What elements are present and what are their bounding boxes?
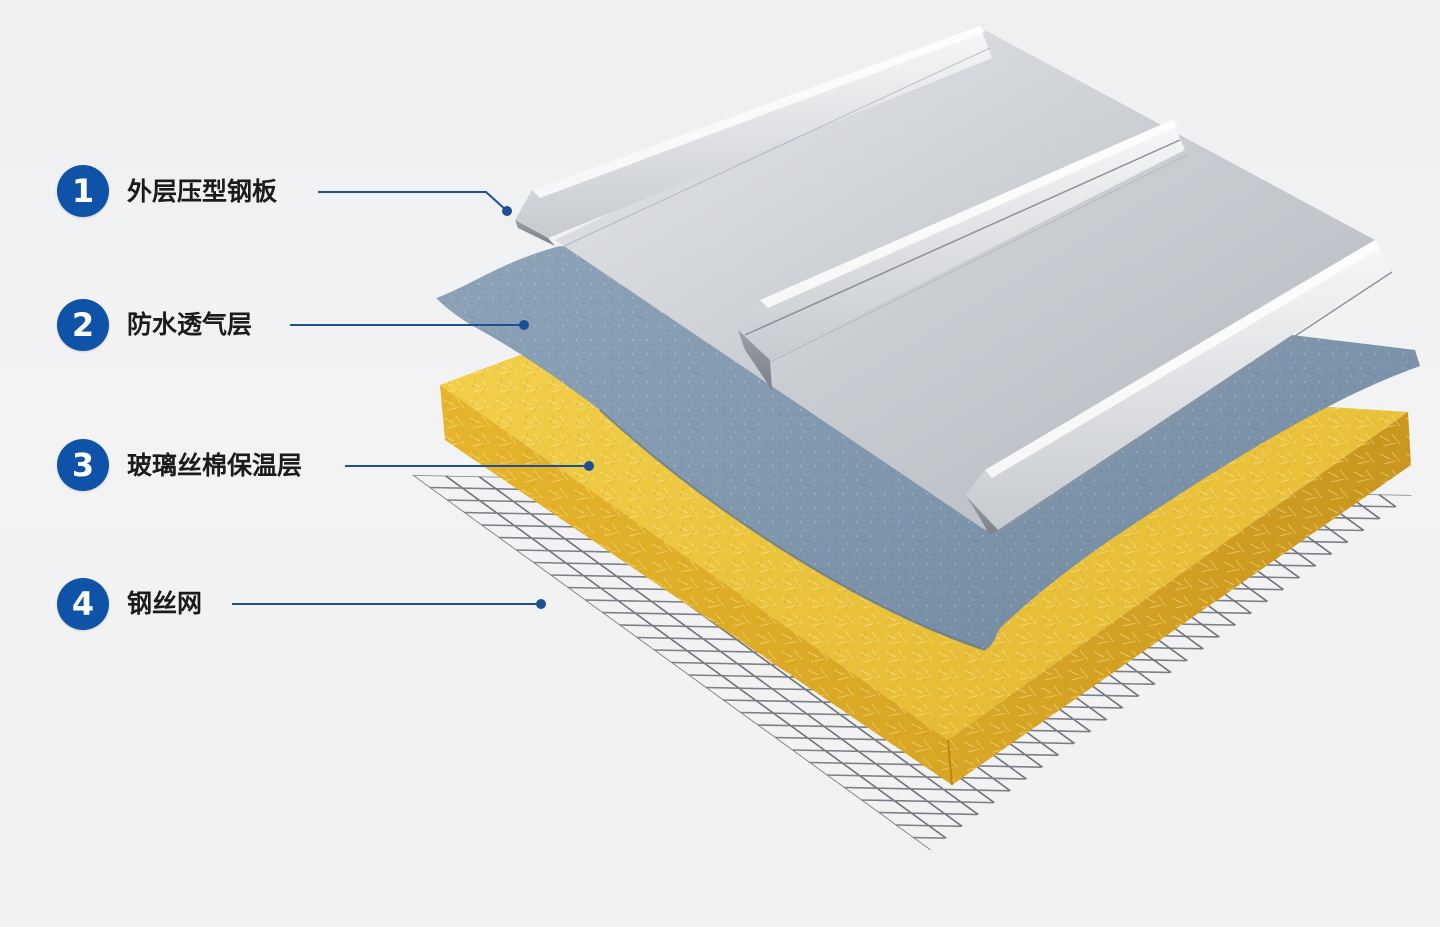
layer-1-number-badge: 1	[57, 165, 109, 217]
leader-lines	[232, 191, 587, 605]
leader-dots	[502, 206, 594, 609]
steel-sheet-graphic	[515, 26, 1393, 535]
layer-3-label: 玻璃丝棉保温层	[127, 451, 303, 480]
mesh-wire	[895, 824, 1412, 846]
layer-4-number-badge: 4	[57, 578, 109, 630]
mesh-wire	[1378, 493, 1412, 850]
layer-1-label: 外层压型钢板	[127, 177, 278, 206]
mesh-wire	[740, 711, 1412, 734]
leader-line-1	[318, 191, 507, 211]
layer-2-number-badge: 2	[57, 299, 109, 351]
mesh-wire	[1311, 492, 1412, 850]
layer-3-number-badge: 3	[57, 439, 109, 491]
mesh-wire	[860, 799, 1412, 821]
leader-dot-3	[584, 461, 594, 471]
mesh-wire	[1211, 490, 1412, 850]
mesh-wire	[722, 699, 1412, 721]
leader-dot-2	[519, 320, 529, 330]
layer-4-label: 钢丝网	[127, 589, 203, 618]
mesh-wire	[929, 849, 1412, 850]
mesh-wire	[1278, 491, 1412, 850]
mesh-wire	[912, 836, 1412, 850]
leader-dot-4	[536, 599, 546, 609]
mesh-wire	[878, 811, 1412, 834]
mesh-wire	[1344, 493, 1412, 850]
mesh-wire	[809, 761, 1412, 784]
mesh-wire	[774, 736, 1412, 759]
mesh-wire	[1411, 494, 1412, 850]
mesh-wire	[791, 749, 1412, 771]
mesh-wire	[826, 774, 1412, 796]
layer-2-label: 防水透气层	[127, 310, 253, 339]
leader-dot-1	[502, 206, 512, 216]
